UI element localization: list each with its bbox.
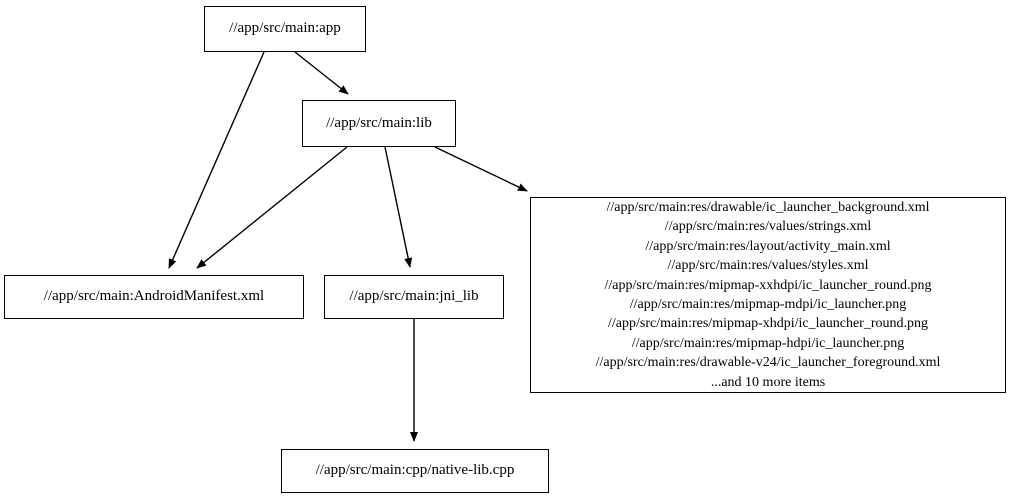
node-jni-lib[interactable]: //app/src/main:jni_lib bbox=[324, 275, 504, 319]
edge-app-to-android_manifest bbox=[168, 51, 265, 269]
node-app[interactable]: //app/src/main:app bbox=[204, 6, 366, 52]
node-lib[interactable]: //app/src/main:lib bbox=[302, 100, 456, 147]
node-resources-group-label: //app/src/main:res/drawable/ic_launcher_… bbox=[595, 199, 941, 390]
node-app-label: //app/src/main:app bbox=[229, 20, 341, 37]
node-jni-lib-label: //app/src/main:jni_lib bbox=[349, 288, 479, 305]
edge-lib-to-android_manifest bbox=[196, 146, 348, 269]
edge-app-to-lib bbox=[294, 51, 349, 95]
edge-lib-to-jni_lib bbox=[384, 146, 413, 268]
node-resources-group[interactable]: //app/src/main:res/drawable/ic_launcher_… bbox=[530, 197, 1006, 393]
node-android-manifest[interactable]: //app/src/main:AndroidManifest.xml bbox=[4, 275, 304, 319]
node-native-lib-cpp-label: //app/src/main:cpp/native-lib.cpp bbox=[315, 462, 515, 479]
node-lib-label: //app/src/main:lib bbox=[326, 114, 432, 131]
node-android-manifest-label: //app/src/main:AndroidManifest.xml bbox=[43, 288, 265, 305]
node-native-lib-cpp[interactable]: //app/src/main:cpp/native-lib.cpp bbox=[281, 449, 549, 493]
edge-lib-to-resources bbox=[434, 146, 528, 192]
